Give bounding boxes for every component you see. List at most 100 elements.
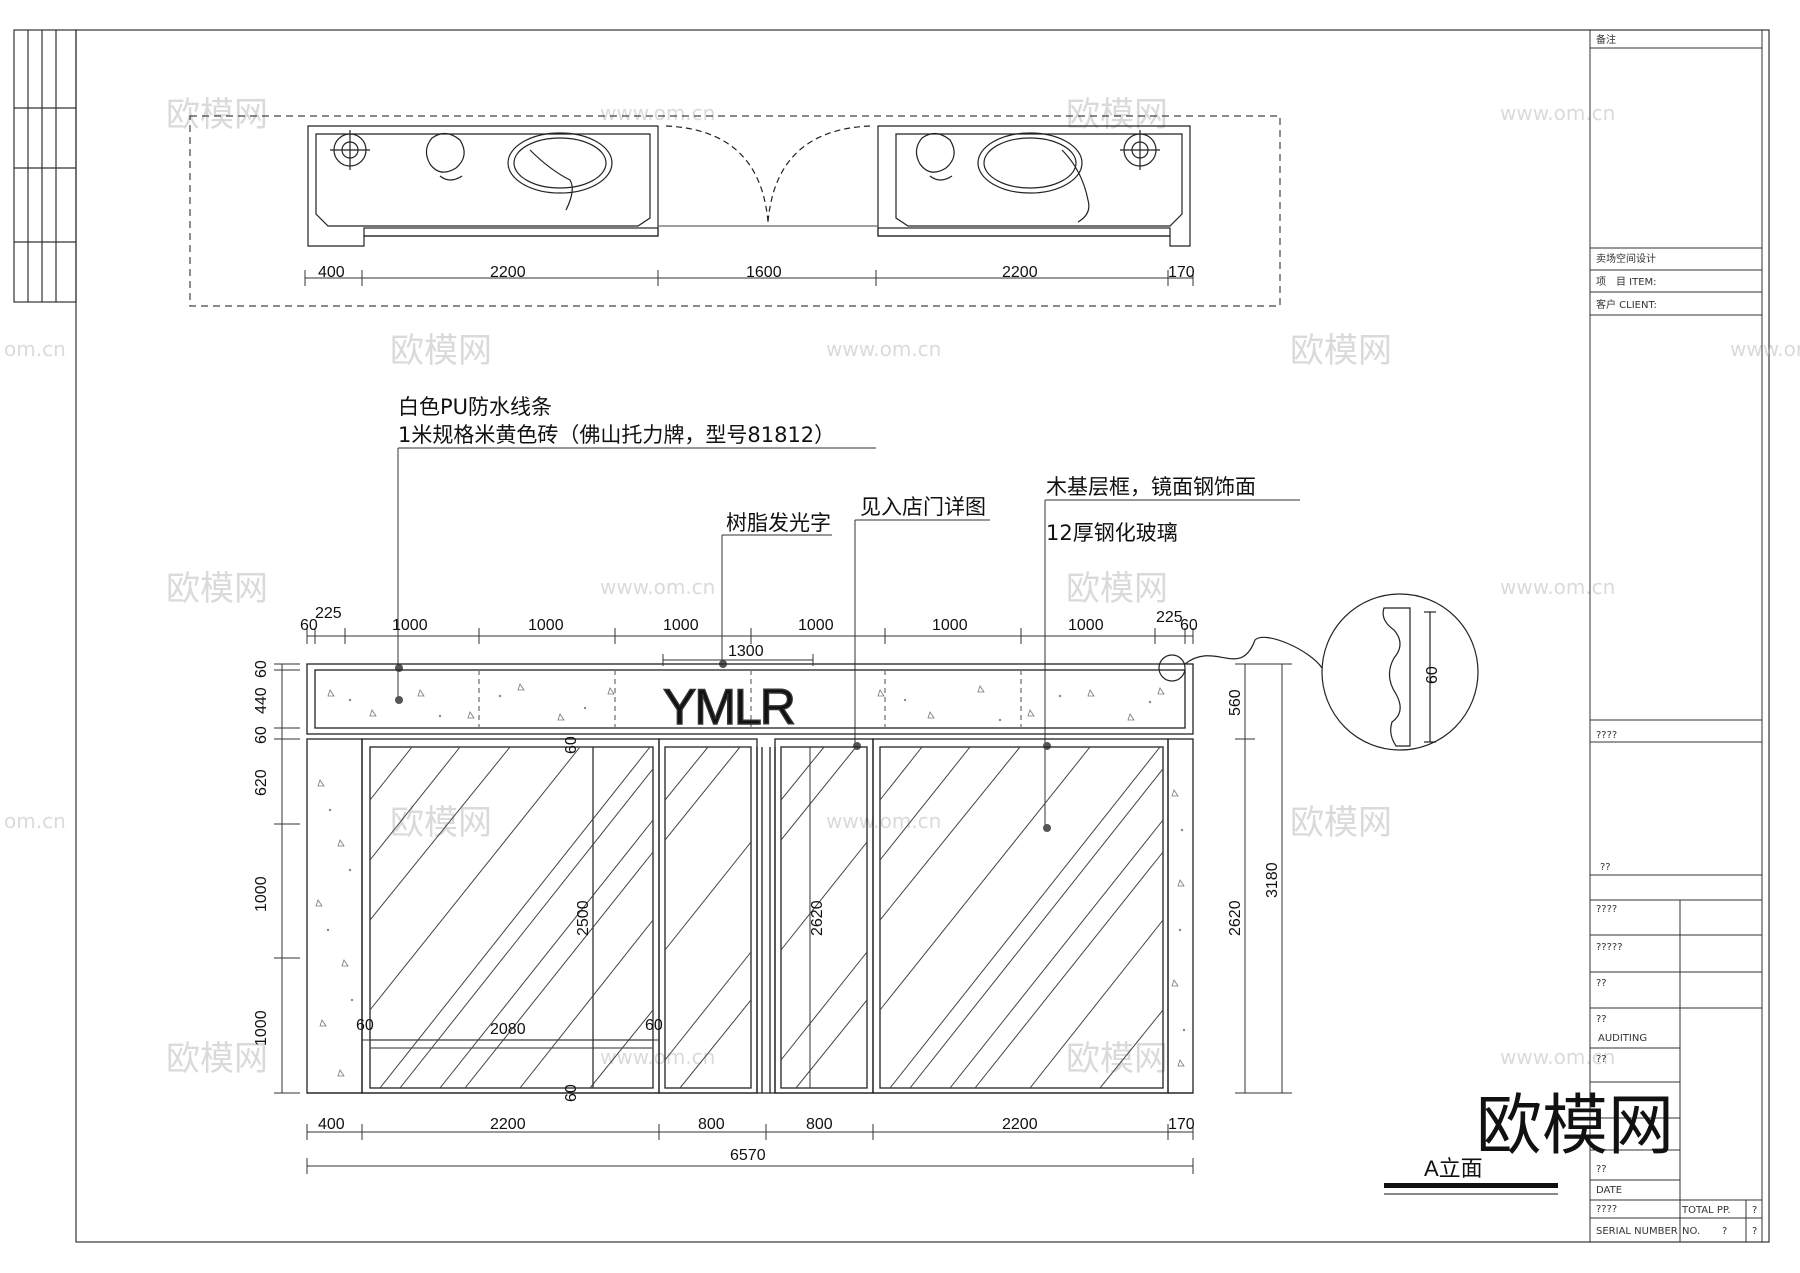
dim-left-620: 620	[253, 769, 270, 796]
dim-left-1000: 1000	[253, 876, 270, 912]
dim-right-2620: 2620	[1227, 900, 1244, 936]
wall-right	[1167, 738, 1194, 1094]
door-frame-left	[658, 738, 758, 1094]
plan-dim-170: 170	[1168, 264, 1195, 281]
plan-dim-labels: 400 2200 1600 2200 170	[318, 264, 1195, 281]
watermark-url: www.om.cn	[1500, 101, 1615, 125]
elevation-left-dim-line	[274, 663, 300, 1094]
watermark-url: www.om.cn	[1730, 337, 1800, 361]
watermark-brand: 欧模网	[166, 569, 268, 609]
dim-top-60-left: 60	[300, 617, 318, 634]
plan-dim-2200: 2200	[1002, 264, 1038, 281]
title-block-labels: 备注 卖场空间设计 项 目 ITEM: 客户 CLIENT: ???? ?? ?…	[1596, 33, 1757, 1237]
tb-q1c: ?	[1752, 1226, 1757, 1237]
tb-q2c: ??	[1596, 1014, 1607, 1025]
watermarks: 欧模网 www.om.cn 欧模网 www.om.cn om.cn 欧模网 ww…	[4, 95, 1800, 1079]
dim-top-gap: 60	[563, 736, 580, 754]
tb-remarks: 备注	[1596, 33, 1616, 46]
glass-hatch	[370, 747, 1163, 1088]
dim-gap-left: 60	[356, 1017, 374, 1034]
dim-top-225-right: 225	[1156, 609, 1183, 626]
plan-outline	[189, 115, 1281, 307]
tb-auditing: AUDITING	[1598, 1033, 1647, 1044]
watermark-brand: 欧模网	[1066, 1039, 1168, 1079]
watermark-brand: 欧模网	[1290, 331, 1392, 371]
dim-bottom-400: 400	[318, 1116, 345, 1133]
watermark-logo: 欧模网	[1476, 1088, 1674, 1162]
tb-no: NO.	[1682, 1226, 1700, 1237]
watermark-brand: 欧模网	[1066, 95, 1168, 135]
plan-dimension-line	[304, 270, 1194, 286]
note-door-detail: 见入店门详图	[860, 495, 986, 519]
dim-top-1000: 1000	[663, 617, 699, 634]
stone-texture	[315, 683, 1185, 1077]
watermark-url: www.om.cn	[600, 101, 715, 125]
dim-top-1000: 1000	[528, 617, 564, 634]
elevation-inner-dim-line	[362, 747, 811, 1088]
tb-q2d: ??	[1596, 1054, 1607, 1065]
dim-sign-width: 1300	[728, 643, 764, 660]
title-block	[1589, 30, 1763, 1242]
watermark-brand: 欧模网	[1290, 803, 1392, 843]
stone-dots	[326, 694, 1186, 1032]
watermark-url: www.om.cn	[600, 575, 715, 599]
tb-q1b: ?	[1722, 1226, 1727, 1237]
sign-letters: YMLR	[663, 679, 794, 735]
note-pu-line: 白色PU防水线条	[398, 395, 552, 419]
dim-door-height-left: 2500	[575, 900, 592, 936]
watermark-url: www.om.cn	[600, 1045, 715, 1069]
elevation-bottom-dims: 400 2200 800 800 2200 170 6570	[318, 1116, 1195, 1164]
watermark-url: om.cn	[4, 809, 66, 833]
watermark-brand: 欧模网	[166, 95, 268, 135]
tb-q4a: ????	[1596, 730, 1617, 741]
note-tile: 1米规格米黄色砖（佛山托力牌，型号81812）	[398, 423, 835, 447]
fascia-band	[306, 663, 1194, 735]
plan-dim-1600: 1600	[746, 264, 782, 281]
wall-left	[306, 738, 363, 1094]
dim-bottom-800b: 800	[806, 1116, 833, 1133]
tb-q2b: ??	[1596, 978, 1607, 989]
dim-left-60: 60	[253, 660, 270, 678]
note-glass: 12厚钢化玻璃	[1046, 521, 1178, 545]
sheet-border	[13, 29, 1770, 1243]
tb-serial: SERIAL NUMBER	[1596, 1226, 1678, 1237]
plan-view	[189, 115, 1281, 307]
dim-top-1000: 1000	[932, 617, 968, 634]
dim-gap-right: 60	[645, 1017, 663, 1034]
watermark-url: www.om.cn	[826, 337, 941, 361]
tb-q5: ?????	[1596, 942, 1623, 953]
dim-top-60-right: 60	[1180, 617, 1198, 634]
watermark-url: om.cn	[4, 337, 66, 361]
dim-door-height-right: 2620	[809, 900, 826, 936]
dim-top-1000: 1000	[1068, 617, 1104, 634]
tb-project: 卖场空间设计	[1596, 252, 1656, 265]
note-frame: 木基层框，镜面钢饰面	[1046, 475, 1256, 499]
dim-bottom-gap: 60	[563, 1084, 580, 1102]
tb-total: TOTAL PP.	[1681, 1205, 1731, 1216]
note-resin-letters: 树脂发光字	[726, 511, 831, 535]
dim-right-3180: 3180	[1264, 862, 1281, 898]
elevation-right-dims: 560 2620 3180	[1227, 689, 1281, 936]
plan-counter-right	[877, 125, 1191, 247]
view-title-underline	[1384, 1183, 1558, 1188]
dim-left-440: 440	[253, 687, 270, 714]
dim-window-width: 2080	[490, 1021, 526, 1038]
dim-right-560: 560	[1227, 689, 1244, 716]
watermark-url: www.om.cn	[1500, 575, 1615, 599]
dim-left-1000b: 1000	[253, 1010, 270, 1046]
dim-bottom-170: 170	[1168, 1116, 1195, 1133]
tb-q1a: ?	[1752, 1205, 1757, 1216]
dim-top-1000: 1000	[392, 617, 428, 634]
dim-top-225-left: 225	[315, 605, 342, 622]
tb-q4c: ????	[1596, 1204, 1617, 1215]
tb-date: DATE	[1596, 1185, 1622, 1196]
elevation-top-dims: 60 225 1000 1000 1000 1000 1000 1000 225…	[300, 605, 1198, 660]
annotation-leaders	[397, 447, 1300, 828]
dim-bottom-2200: 2200	[490, 1116, 526, 1133]
elevation-inner-dims: 2500 2620 2080 60 60 60 60	[356, 736, 826, 1102]
window-frame-right	[872, 738, 1169, 1094]
dim-left-60b: 60	[253, 726, 270, 744]
plan-dim-2200: 2200	[490, 264, 526, 281]
tb-q4b: ????	[1596, 904, 1617, 915]
